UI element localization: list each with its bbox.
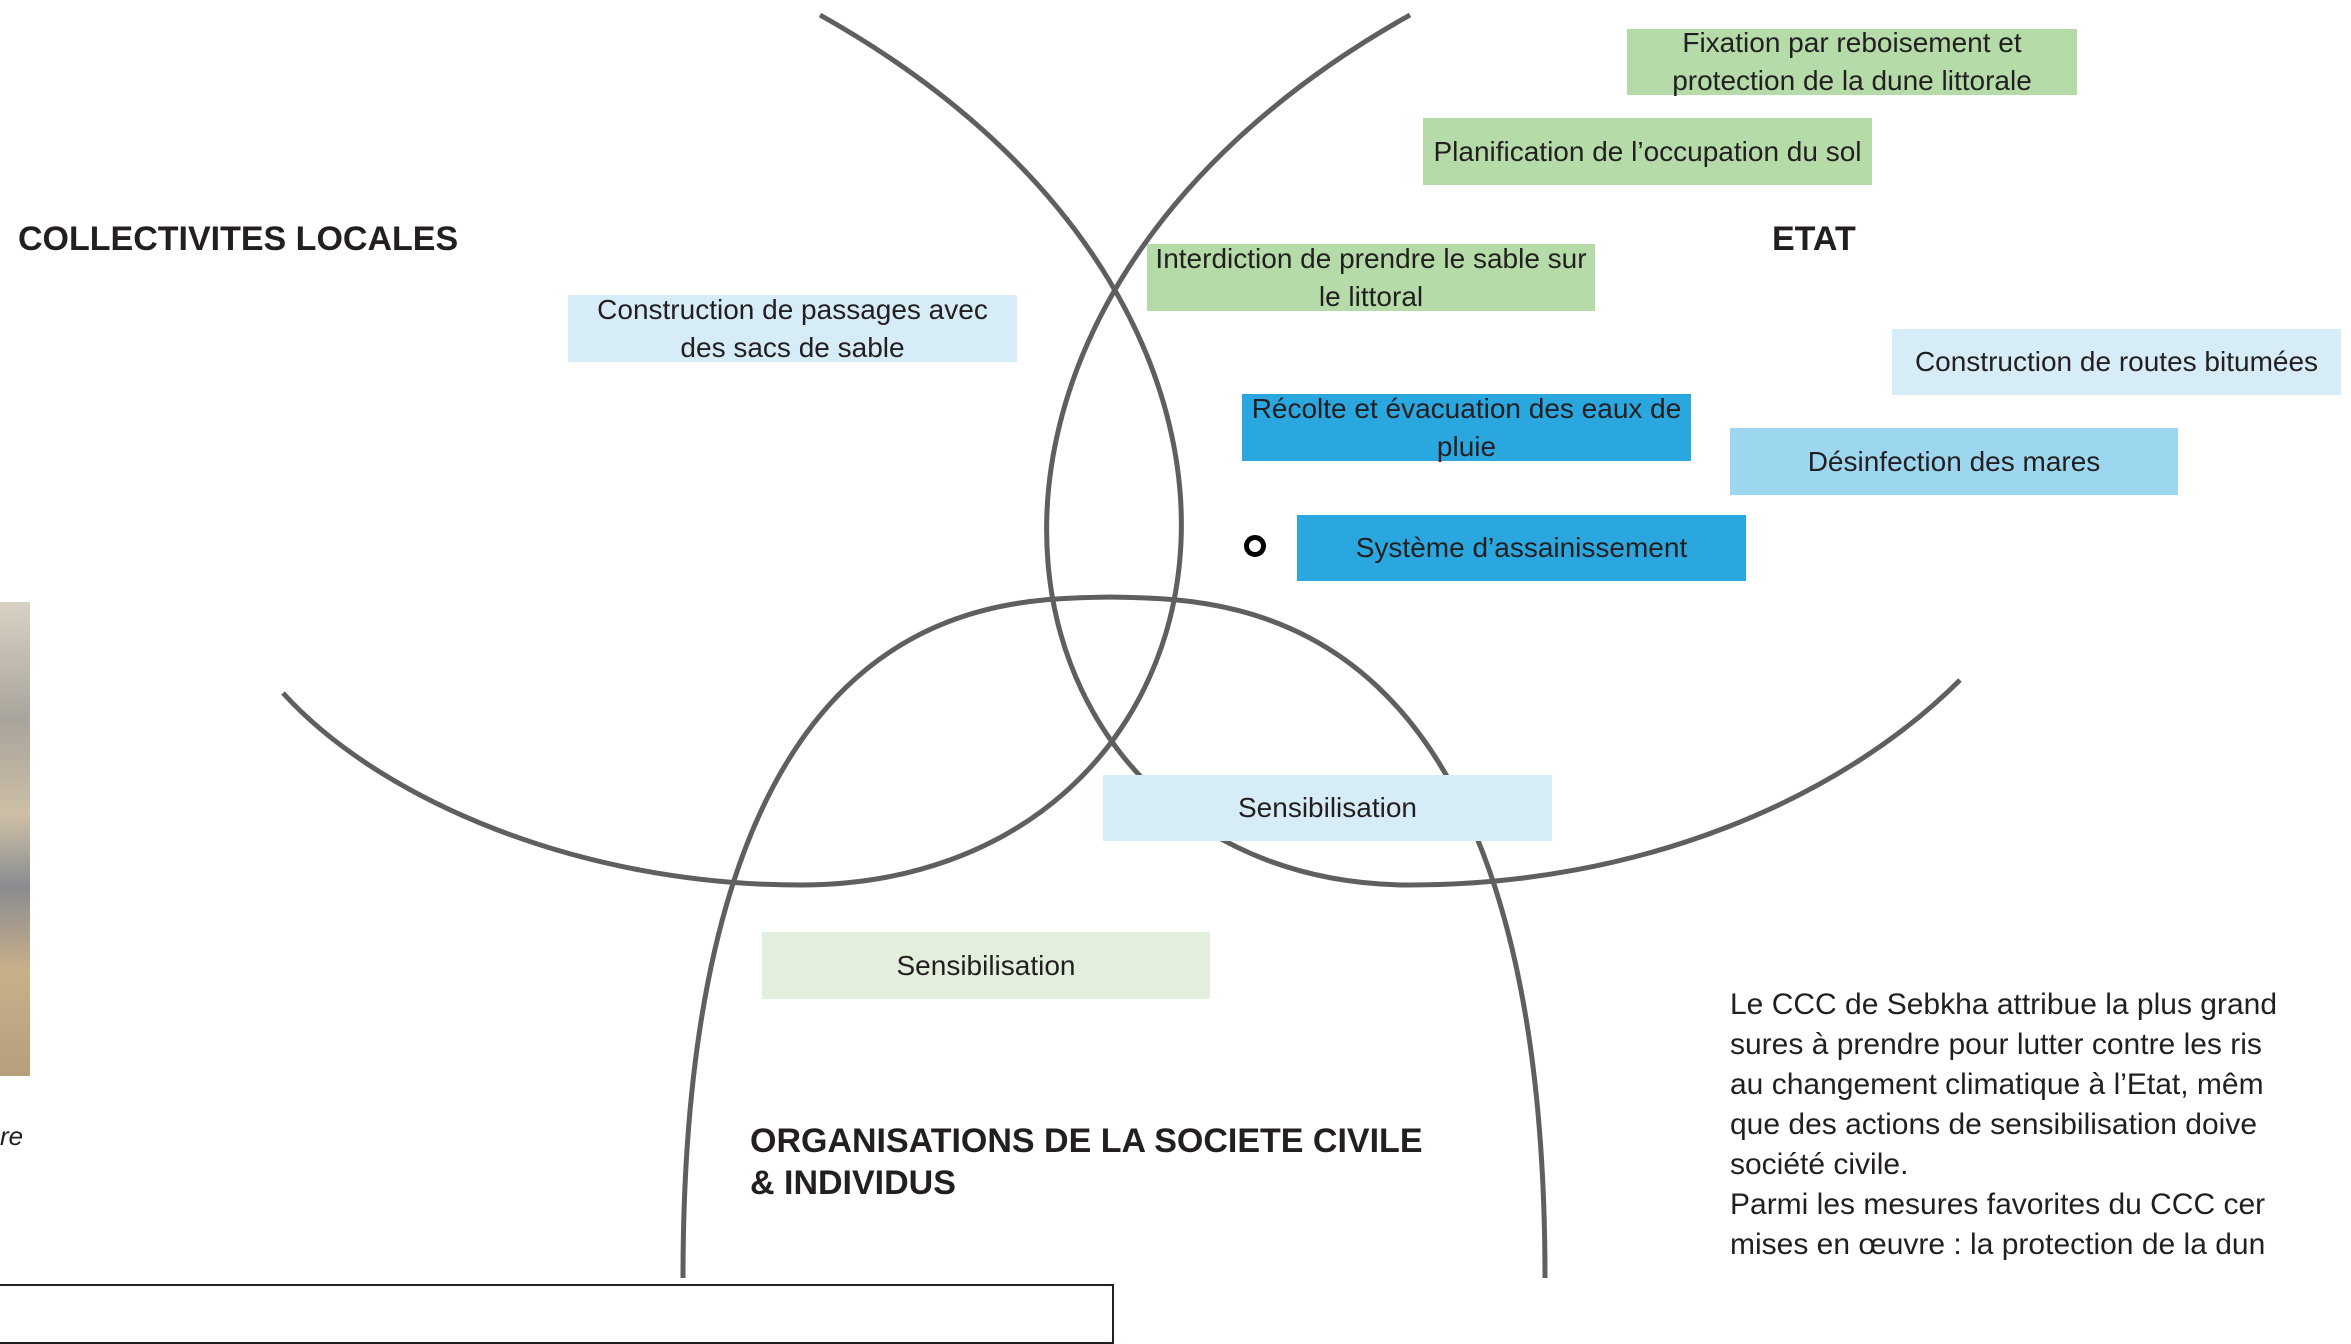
measure-sensibilisation-left: Sensibilisation: [762, 932, 1210, 999]
etat-heading: ETAT: [1772, 220, 1856, 258]
measure-routes-bitumees: Construction de routes bitumées: [1892, 329, 2341, 395]
bullet-circle-icon: [1244, 535, 1266, 557]
measure-interdiction-sable: Interdiction de prendre le sable sur le …: [1147, 243, 1595, 312]
photo-caption: re: [0, 1121, 24, 1151]
photo-fragment: [0, 602, 30, 1076]
paragraph-text: Le CCC de Sebkha attribue la plus grand …: [1730, 988, 2278, 1261]
measure-recolte-eaux-pluie: Récolte et évacuation des eaux de pluie: [1242, 393, 1691, 462]
societe-civile-heading: ORGANISATIONS DE LA SOCIETE CIVILE & IND…: [750, 1120, 1423, 1204]
collectivites-curve: [281, 12, 1184, 888]
measure-passages-sacs-sable: Construction de passages avec des sacs d…: [568, 294, 1017, 363]
collectivites-locales-heading: COLLECTIVITES LOCALES: [18, 220, 459, 258]
measure-sensibilisation-center: Sensibilisation: [1103, 775, 1552, 841]
measure-systeme-assainissement: Système d’assainissement: [1297, 515, 1746, 581]
societe-civile-heading-line1: ORGANISATIONS DE LA SOCIETE CIVILE: [750, 1122, 1423, 1160]
societe-civile-heading-line2: & INDIVIDUS: [750, 1164, 956, 1202]
framed-box: [0, 1284, 1114, 1344]
measure-desinfection-mares: Désinfection des mares: [1730, 428, 2178, 495]
measure-fixation-dune: Fixation par reboisement et protection d…: [1627, 27, 2077, 96]
measure-planification-sol: Planification de l’occupation du sol: [1423, 118, 1872, 185]
